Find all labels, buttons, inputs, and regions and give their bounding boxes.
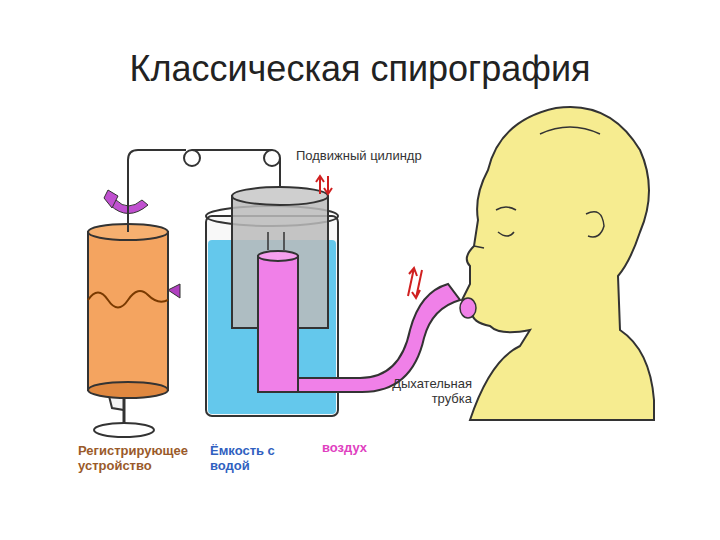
part-label: Ёмкость с водой xyxy=(210,443,300,473)
diagram-title: Классическая спирография xyxy=(0,48,720,90)
part-label: воздух xyxy=(322,440,367,455)
part-label: Подвижный цилиндр xyxy=(296,148,422,163)
part-label: Дыхательная трубка xyxy=(380,376,472,406)
part-label: Регистрирующее устройство xyxy=(78,443,206,473)
